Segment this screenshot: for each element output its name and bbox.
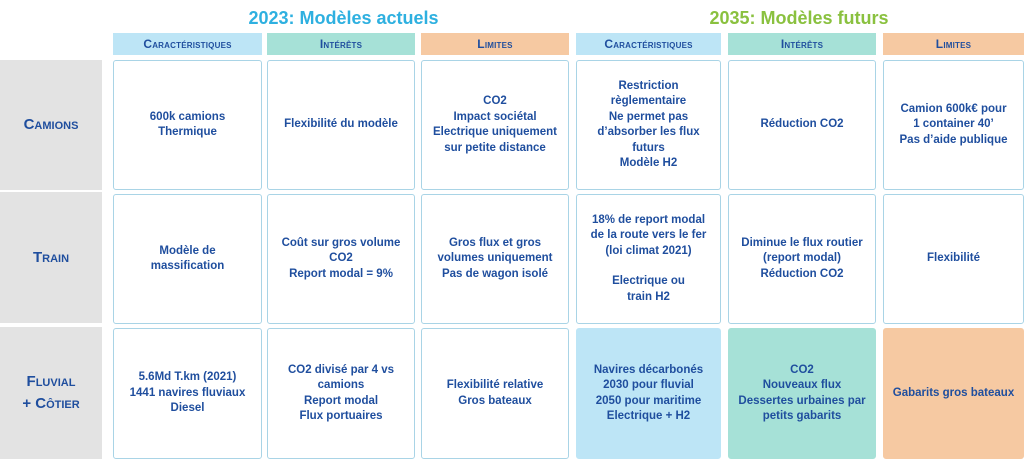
cell-line: train H2 bbox=[627, 290, 670, 303]
cell-line: Gabarits gros bateaux bbox=[892, 386, 1015, 399]
cell-train-caracteristiques-2035: 18% de report modal de la route vers le f… bbox=[576, 194, 721, 324]
row-label-line: + Côtier bbox=[22, 395, 80, 412]
row-label-fluvial-cotier: Fluvial + Côtier bbox=[0, 327, 102, 459]
cell-line: Réduction CO2 bbox=[760, 118, 844, 131]
cell-fluvial-cotier-caracteristiques-2035: Navires décarbonés 2030 pour fluvial 2050 … bbox=[576, 328, 721, 459]
cell-line: sur petite distance bbox=[444, 141, 546, 154]
cell-line: Electrique ou bbox=[612, 275, 685, 288]
header-limites-2023: Limites bbox=[421, 33, 569, 55]
row-label-line: Train bbox=[32, 248, 70, 266]
row-label-train: Train bbox=[0, 192, 102, 323]
cell-line: (loi climat 2021) bbox=[605, 244, 692, 257]
cell-line: Navires décarbonés bbox=[593, 363, 704, 376]
cell-line: CO2 bbox=[483, 95, 507, 107]
era-title-2023: 2023: Modèles actuels bbox=[248, 8, 439, 28]
cell-line: 1441 navires fluviaux bbox=[129, 386, 246, 399]
cell-fluvial-cotier-limites-2035: Gabarits gros bateaux bbox=[883, 328, 1024, 459]
cell-line: Flexibilité du modèle bbox=[284, 118, 398, 131]
header-limites-2035: Limites bbox=[883, 33, 1024, 55]
cell-line: camions bbox=[317, 379, 365, 391]
cell-line: Thermique bbox=[158, 126, 217, 138]
cell-line: 600k camions bbox=[149, 110, 226, 123]
cell-train-interets-2035: Diminue le flux routier (report modal) Réd… bbox=[728, 194, 876, 324]
cell-line: Gros flux et gros bbox=[448, 236, 542, 249]
cell-line: Pas d’aide publique bbox=[899, 133, 1008, 146]
cell-line: 1 container 40’ bbox=[913, 118, 994, 131]
cell-line: Electrique + H2 bbox=[606, 410, 691, 422]
row-label-line: Camions bbox=[23, 116, 79, 133]
cell-line: Ne permet pas bbox=[608, 110, 689, 123]
cell-camions-caracteristiques-2035: Restriction règlementaire Ne permet pas d’a… bbox=[576, 60, 721, 190]
cell-line: Electrique uniquement bbox=[433, 126, 557, 138]
header-interets-2023: Intérêts bbox=[267, 33, 415, 55]
cell-camions-limites-2035: Camion 600k€ pour 1 container 40’ Pas d’ai… bbox=[883, 60, 1024, 190]
cell-line: Coût sur gros volume bbox=[281, 236, 401, 249]
cell-line: CO2 divisé par 4 vs bbox=[287, 363, 395, 376]
cell-line: Flexibilité bbox=[926, 252, 981, 265]
cell-line: Report modal = 9% bbox=[289, 267, 393, 280]
row-label-line: Fluvial bbox=[26, 373, 76, 390]
cell-line: Report modal bbox=[303, 394, 379, 407]
cell-line: (report modal) bbox=[763, 252, 841, 265]
cell-line: Gros bateaux bbox=[458, 394, 532, 407]
cell-line: futurs bbox=[632, 141, 665, 154]
cell-line: de la route vers le fer bbox=[590, 229, 707, 242]
cell-line: Impact sociétal bbox=[453, 110, 537, 123]
cell-line: massification bbox=[150, 260, 225, 272]
header-caracteristiques-2035: Caractéristiques bbox=[576, 33, 721, 55]
cell-line: Réduction CO2 bbox=[760, 267, 844, 280]
cell-line: Modèle de bbox=[159, 244, 216, 257]
cell-line: CO2 bbox=[790, 363, 814, 376]
cell-line: règlementaire bbox=[610, 95, 687, 107]
cell-line: Flux portuaires bbox=[299, 410, 383, 422]
cell-line: volumes uniquement bbox=[437, 252, 553, 265]
cell-line: Nouveaux flux bbox=[762, 379, 842, 391]
cell-line: petits gabarits bbox=[762, 410, 842, 422]
cell-line: 18% de report modal bbox=[591, 213, 706, 226]
cell-line: 2030 pour fluvial bbox=[603, 379, 694, 391]
cell-train-caracteristiques-2023: Modèle de massification bbox=[113, 194, 262, 324]
cell-line: Modèle H2 bbox=[619, 157, 678, 169]
cell-camions-interets-2035: Réduction CO2 bbox=[728, 60, 876, 190]
cell-line: Diesel bbox=[170, 402, 205, 415]
header-caracteristiques-2023: Caractéristiques bbox=[113, 33, 262, 55]
row-label-camions: Camions bbox=[0, 60, 102, 190]
cell-line: 5.6Md T.km (2021) bbox=[138, 371, 237, 384]
cell-camions-interets-2023: Flexibilité du modèle bbox=[267, 60, 415, 190]
cell-line: Diminue le flux routier bbox=[741, 236, 863, 249]
cell-line: Restriction bbox=[618, 79, 679, 92]
cell-line: Pas de wagon isolé bbox=[441, 267, 549, 280]
era-title-2035: 2035: Modèles futurs bbox=[709, 8, 889, 28]
cell-line: Flexibilité relative bbox=[446, 379, 544, 391]
cell-line: 2050 pour maritime bbox=[595, 394, 702, 407]
cell-train-limites-2035: Flexibilité bbox=[883, 194, 1024, 324]
cell-line: d’absorber les flux bbox=[597, 126, 700, 138]
cell-line: Dessertes urbaines par bbox=[738, 394, 866, 407]
header-interets-2035: Intérêts bbox=[728, 33, 876, 55]
cell-line: Camion 600k€ pour bbox=[900, 102, 1007, 115]
cell-line: CO2 bbox=[329, 252, 353, 265]
